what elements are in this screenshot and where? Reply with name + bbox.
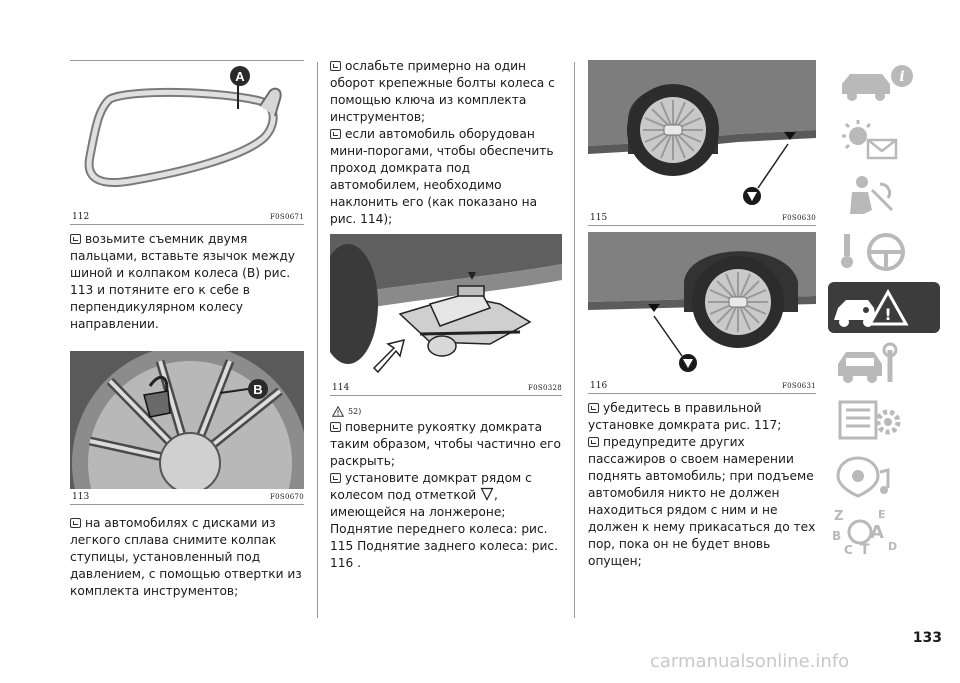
puller-illustration: A [84, 66, 282, 188]
index-letter: C [844, 543, 853, 557]
index-letter: D [888, 540, 897, 553]
instruction-text: предупредите других пассажиров о своем н… [588, 435, 816, 568]
callout-a-marker [230, 66, 250, 86]
column-top-rule [70, 60, 304, 61]
warning-reference: 52) [332, 406, 562, 417]
column-1: A 112 F0S0671 возьмите съемник двумя пал… [70, 60, 304, 600]
instruction-warn-passengers: предупредите других пассажиров о своем н… [588, 434, 816, 570]
figure-code: F0S0328 [527, 384, 562, 392]
figure-116-caption: 116 F0S0631 [588, 378, 816, 394]
instruction-text: ослабьте примерно на один оборот крепежн… [330, 59, 555, 124]
figure-number: 112 [72, 212, 90, 222]
checkbox-bullet-icon [330, 422, 341, 432]
chapter-sidebar: i ! [828, 58, 940, 562]
instruction-mini-sills: если автомобиль оборудован мини-порогами… [330, 126, 562, 228]
figure-code: F0S0671 [269, 213, 304, 221]
instruction-text: , имеющейся на лонжероне; Поднятие перед… [330, 488, 558, 570]
front-wheel-illustration [588, 60, 816, 210]
checkbox-bullet-icon [330, 129, 341, 139]
index-letter: Z [834, 509, 843, 524]
column-3: 115 F0S0630 116 F0S0631 убедитес [588, 60, 816, 570]
instruction-position-jack: установите домкрат рядом с колесом под о… [330, 470, 562, 572]
checkbox-bullet-icon [588, 437, 599, 447]
rear-wheel-illustration [588, 232, 816, 378]
jack-mark-triangle-icon [480, 487, 494, 501]
direction-arrow-icon [372, 338, 406, 374]
figure-112-caption: 112 F0S0671 [70, 209, 304, 225]
key-steering-wheel-icon [841, 233, 905, 271]
instruction-text: убедитесь в правильной установке домкрат… [588, 401, 782, 432]
tab-emergency[interactable]: ! [828, 282, 940, 333]
figure-number: 115 [590, 213, 608, 223]
instruction-text: на автомобилях с дисками из легкого спла… [70, 516, 302, 598]
svg-text:!: ! [884, 305, 891, 324]
checkbox-bullet-icon [70, 234, 81, 244]
column-divider [574, 62, 575, 618]
index-letter: A [870, 522, 884, 543]
car-info-icon: i [842, 65, 913, 101]
multimedia-icon [836, 456, 890, 498]
figure-116-rear-wheel [588, 232, 816, 378]
tab-index[interactable]: Z E A B C T D [828, 506, 940, 557]
instruction-alloy-hub-cap: на автомобилях с дисками из легкого спла… [70, 515, 304, 600]
tab-multimedia[interactable] [828, 450, 940, 501]
seat-airbag-icon [850, 176, 894, 214]
figure-113-alloy-wheel: B [70, 351, 304, 489]
instruction-text: установите домкрат рядом с колесом под о… [330, 471, 532, 502]
instruction-turn-handle: поверните рукоятку домкрата таким образо… [330, 419, 562, 470]
tab-maintenance[interactable] [828, 338, 940, 389]
checkbox-bullet-icon [588, 403, 599, 413]
figure-code: F0S0630 [781, 214, 816, 222]
index-letter: B [832, 529, 841, 543]
figure-code: F0S0670 [269, 493, 304, 501]
instruction-loosen-bolts: ослабьте примерно на один оборот крепежн… [330, 58, 562, 126]
figure-115-caption: 115 F0S0630 [588, 210, 816, 226]
warning-lights-icon [842, 120, 898, 160]
warning-triangle-icon [332, 406, 344, 417]
tab-warning-lights[interactable] [828, 114, 940, 165]
figure-115-front-wheel [588, 60, 816, 210]
column-divider [317, 62, 318, 618]
instruction-text: поверните рукоятку домкрата таким образо… [330, 420, 561, 468]
figure-number: 113 [72, 492, 90, 502]
site-watermark: carmanualsonline.info [650, 651, 850, 672]
column-2: ослабьте примерно на один оборот крепежн… [330, 58, 562, 572]
figure-112-wheel-cover-puller: A [70, 61, 304, 209]
tab-starting-driving[interactable] [828, 226, 940, 277]
tab-safety[interactable] [828, 170, 940, 221]
index-letter: E [878, 508, 886, 521]
warning-ref-number: 52) [348, 407, 362, 416]
figure-114-jack-under-car [330, 234, 562, 380]
figure-number: 114 [332, 383, 350, 393]
figure-code: F0S0631 [781, 382, 816, 390]
instruction-remove-cover: возьмите съемник двумя пальцами, вставьт… [70, 231, 304, 333]
jack-illustration [330, 234, 562, 380]
checkbox-bullet-icon [70, 518, 81, 528]
callout-b-label: B [253, 382, 262, 397]
figure-114-caption: 114 F0S0328 [330, 380, 562, 396]
car-maintenance-icon [838, 342, 898, 383]
figure-number: 116 [590, 381, 608, 391]
checkbox-bullet-icon [330, 473, 341, 483]
technical-data-icon [838, 400, 901, 440]
callout-b-marker [248, 379, 268, 399]
instruction-check-jack: убедитесь в правильной установке домкрат… [588, 400, 816, 434]
instruction-text: возьмите съемник двумя пальцами, вставьт… [70, 232, 295, 331]
checkbox-bullet-icon [330, 61, 341, 71]
emergency-car-icon: ! [834, 288, 909, 327]
page-number: 133 [912, 630, 942, 646]
tab-technical-data[interactable] [828, 394, 940, 445]
instruction-text: если автомобиль оборудован мини-порогами… [330, 127, 554, 226]
alloy-wheel-illustration: B [70, 351, 304, 489]
figure-113-caption: 113 F0S0670 [70, 489, 304, 505]
tab-car-info[interactable]: i [828, 58, 940, 109]
index-icon: Z E A B C T D [832, 508, 897, 557]
callout-a-label: A [235, 69, 245, 84]
svg-text:i: i [899, 69, 904, 85]
index-letter: T [860, 542, 870, 557]
